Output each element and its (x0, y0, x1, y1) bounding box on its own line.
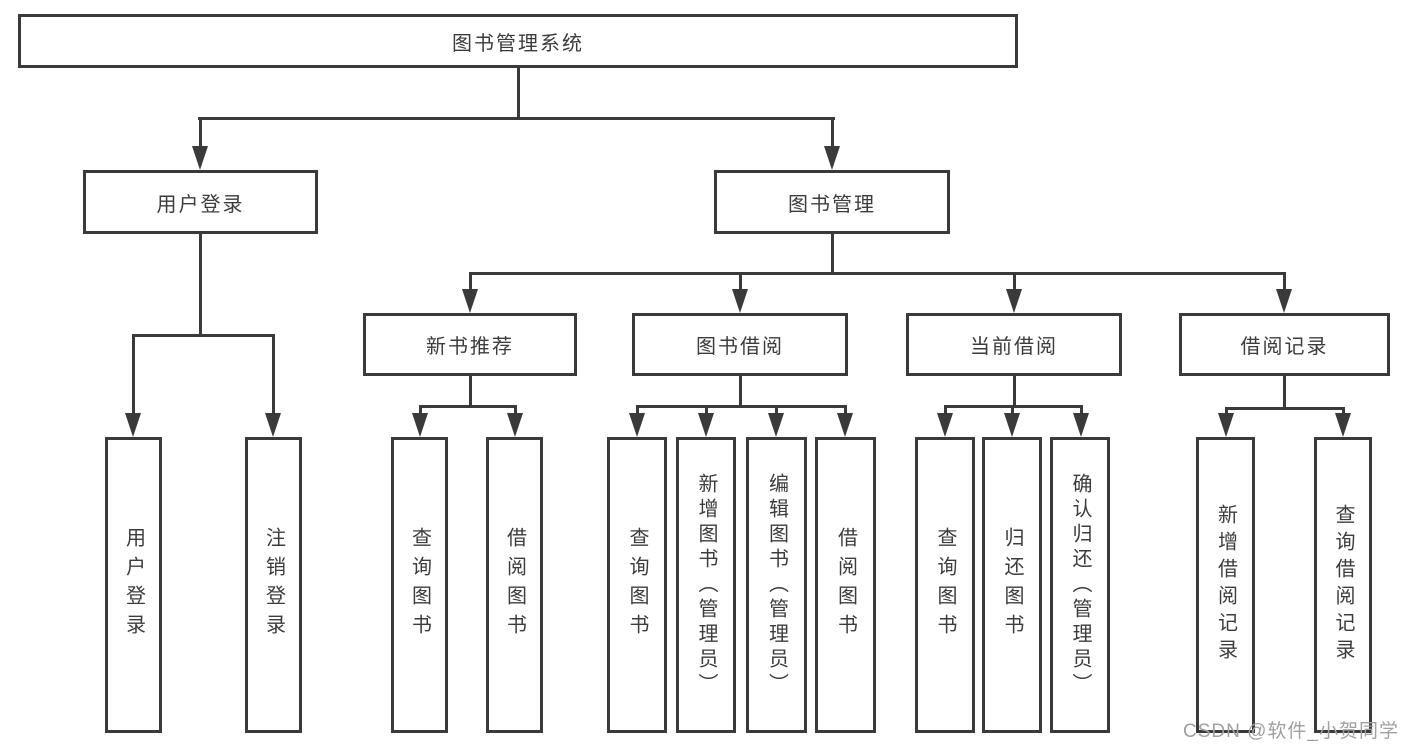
leaf-rec-query-books: 查询图书 (391, 437, 448, 733)
arrowhead-icon (824, 146, 840, 170)
leaf-bb-add-books-admin: 新增图书（管理员） (676, 437, 736, 733)
arrowhead-icon (507, 413, 523, 437)
leaf-bb-edit-books-admin: 编辑图书（管理员） (746, 437, 807, 733)
leaf-user-login-label: 用户登录 (122, 527, 145, 643)
connector-line (469, 272, 472, 292)
arrowhead-icon (125, 413, 141, 437)
node-book-mgmt: 图书管理 (714, 170, 950, 234)
leaf-cb-confirm-return-admin-label: 确认归还（管理员） (1069, 472, 1091, 698)
arrowhead-icon (265, 413, 281, 437)
node-book-mgmt-label: 图书管理 (788, 193, 876, 216)
arrowhead-icon (412, 413, 428, 437)
leaf-logout: 注销登录 (245, 437, 302, 733)
connector-line (469, 272, 1286, 275)
connector-line (739, 376, 742, 407)
arrowhead-icon (629, 413, 645, 437)
connector-line (739, 272, 742, 292)
arrowhead-icon (732, 289, 748, 313)
leaf-cb-query-books: 查询图书 (915, 437, 975, 733)
node-book-borrow-label: 图书借阅 (696, 336, 784, 358)
leaf-user-login: 用户登录 (105, 437, 162, 733)
connector-line (1225, 407, 1345, 410)
connector-line (198, 117, 835, 120)
node-book-borrow: 图书借阅 (632, 313, 848, 376)
connector-line (1283, 272, 1286, 292)
node-current-borrow-label: 当前借阅 (970, 336, 1058, 358)
leaf-br-add-record: 新增借阅记录 (1196, 437, 1255, 733)
connector-line (831, 234, 834, 274)
leaf-bb-query-books: 查询图书 (607, 437, 667, 733)
arrowhead-icon (1335, 413, 1351, 437)
node-new-book-rec: 新书推荐 (363, 313, 577, 376)
connector-line (831, 117, 834, 150)
connector-line (419, 405, 517, 408)
csdn-watermark: CSDN @软件_小贺同学 (1183, 721, 1399, 742)
node-user-login: 用户登录 (83, 170, 318, 234)
node-current-borrow: 当前借阅 (906, 313, 1122, 376)
connector-line (469, 376, 472, 407)
arrowhead-icon (1218, 413, 1234, 437)
leaf-rec-query-books-label: 查询图书 (408, 527, 431, 643)
connector-line (132, 334, 275, 337)
leaf-bb-borrow-books: 借阅图书 (815, 437, 876, 733)
leaf-cb-return-books-label: 归还图书 (1001, 527, 1023, 643)
connector-line (1283, 376, 1286, 409)
node-root: 图书管理系统 (18, 14, 1018, 68)
connector-line (199, 234, 202, 336)
arrowhead-icon (462, 289, 478, 313)
connector-line (132, 334, 135, 416)
leaf-bb-borrow-books-label: 借阅图书 (834, 527, 857, 643)
node-borrow-records-label: 借阅记录 (1240, 336, 1329, 358)
arrowhead-icon (1073, 413, 1089, 437)
node-root-label: 图书管理系统 (452, 32, 584, 55)
connector-line (1013, 376, 1016, 407)
connector-line (517, 66, 520, 120)
leaf-logout-label: 注销登录 (262, 527, 285, 643)
arrowhead-icon (1004, 413, 1020, 437)
leaf-cb-query-books-label: 查询图书 (934, 527, 956, 643)
node-new-book-rec-label: 新书推荐 (426, 336, 514, 358)
arrowhead-icon (837, 413, 853, 437)
arrowhead-icon (937, 413, 953, 437)
leaf-br-query-record: 查询借阅记录 (1314, 437, 1372, 733)
leaf-cb-return-books: 归还图书 (982, 437, 1042, 733)
leaf-br-add-record-label: 新增借阅记录 (1214, 504, 1237, 666)
leaf-bb-add-books-admin-label: 新增图书（管理员） (695, 472, 717, 698)
leaf-rec-borrow-books: 借阅图书 (486, 437, 543, 733)
node-user-login-label: 用户登录 (156, 193, 245, 216)
arrowhead-icon (698, 413, 714, 437)
arrowhead-icon (192, 146, 208, 170)
leaf-bb-edit-books-admin-label: 编辑图书（管理员） (765, 472, 788, 698)
leaf-cb-confirm-return-admin: 确认归还（管理员） (1050, 437, 1110, 733)
connector-line (1013, 272, 1016, 292)
leaf-bb-query-books-label: 查询图书 (626, 527, 648, 643)
node-borrow-records: 借阅记录 (1179, 313, 1390, 376)
arrowhead-icon (768, 413, 784, 437)
arrowhead-icon (1276, 289, 1292, 313)
connector-line (272, 334, 275, 416)
connector-line (199, 117, 202, 150)
leaf-rec-borrow-books-label: 借阅图书 (503, 527, 526, 643)
arrowhead-icon (1006, 289, 1022, 313)
leaf-br-query-record-label: 查询借阅记录 (1332, 504, 1354, 666)
connector-line (636, 405, 847, 408)
